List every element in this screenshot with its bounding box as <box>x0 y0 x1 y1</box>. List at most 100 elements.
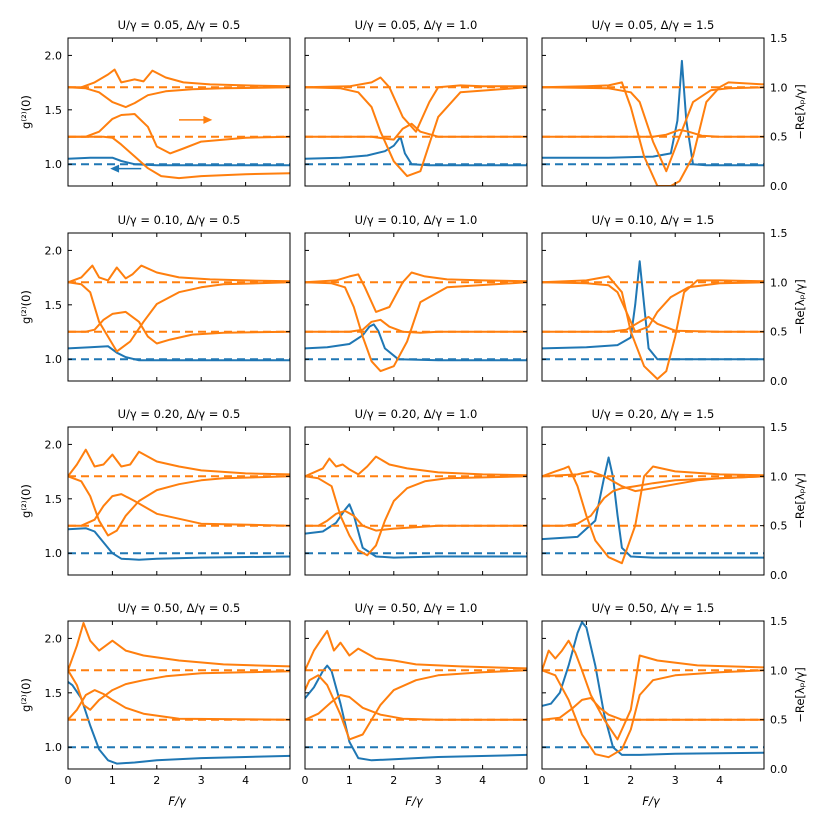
panel-3: U/γ = 0.05, Δ/γ = 1.50.00.51.01.5−Re[λₚ/… <box>541 18 807 193</box>
panel-9: U/γ = 0.20, Δ/γ = 1.50.00.51.01.5−Re[λₚ/… <box>541 407 807 582</box>
panel-title: U/γ = 0.05, Δ/γ = 0.5 <box>118 18 241 32</box>
orange-series-4 <box>305 76 527 133</box>
panel-4: U/γ = 0.10, Δ/γ = 0.5 1.0 1.5 2.0 g⁽²⁾(0) <box>19 213 291 382</box>
orange-series-7 <box>68 135 290 180</box>
y-axis-label-left: g⁽²⁾(0) <box>19 678 33 712</box>
x-tick-label: 4 <box>479 774 486 787</box>
x-axis-label-col2: F/γ <box>405 794 423 808</box>
panel-title: U/γ = 0.05, Δ/γ = 1.5 <box>592 18 715 32</box>
plot-frame <box>67 426 291 576</box>
y-tick-label-left: 1.5 <box>45 299 63 312</box>
series-group <box>68 448 290 561</box>
y-axis-label-right: −Re[λₚ/γ] <box>793 473 807 529</box>
x-tick-label: 1 <box>583 774 590 787</box>
y-tick-label-right: 0.5 <box>770 520 788 533</box>
blue-series-0 <box>305 323 527 362</box>
panel-2: U/γ = 0.05, Δ/γ = 1.0 <box>304 18 528 187</box>
orange-series-4 <box>68 448 290 478</box>
orange-series-6 <box>542 315 764 333</box>
y-tick-label-right: 0.5 <box>770 131 788 144</box>
y-tick-label-left: 1.0 <box>45 158 63 171</box>
y-tick-label-right: 0.5 <box>770 326 788 339</box>
y-tick-label-right: 0.0 <box>770 763 788 776</box>
plot-frame <box>67 620 291 770</box>
y-tick-label-right: 1.0 <box>770 470 788 483</box>
panel-title: U/γ = 0.05, Δ/γ = 1.0 <box>355 18 478 32</box>
plot-frame <box>304 37 528 187</box>
y-tick-label-right: 1.5 <box>770 32 788 45</box>
y-tick-label-left: 1.5 <box>45 687 63 700</box>
panel-title: U/γ = 0.10, Δ/γ = 0.5 <box>118 213 241 227</box>
blue-series-0 <box>542 456 764 559</box>
orange-series-6 <box>305 694 527 721</box>
panel-title: U/γ = 0.20, Δ/γ = 0.5 <box>118 407 241 421</box>
y-tick-label-right: 0.5 <box>770 714 788 727</box>
x-axis-label-col3: F/γ <box>642 794 660 808</box>
orange-series-4 <box>305 629 527 672</box>
orange-series-4 <box>542 465 764 565</box>
series-group <box>542 621 764 759</box>
series-group <box>305 76 527 178</box>
x-tick-label: 3 <box>435 774 442 787</box>
panel-1: U/γ = 0.05, Δ/γ = 0.51.01.52.0g⁽²⁾(0) <box>19 18 291 187</box>
y-tick-label-right: 1.5 <box>770 615 788 628</box>
x-tick-label: 3 <box>198 774 205 787</box>
orange-series-4 <box>68 68 290 89</box>
plot-frame <box>541 232 765 382</box>
y-tick-label-left: 1.0 <box>45 353 63 366</box>
panel-5: U/γ = 0.10, Δ/γ = 1.0 <box>304 213 528 382</box>
orange-series-6 <box>305 318 527 334</box>
orange-series-5 <box>68 86 290 109</box>
y-axis-label-right: −Re[λₚ/γ] <box>793 667 807 723</box>
blue-series-0 <box>68 527 290 561</box>
plot-frame <box>304 232 528 382</box>
series-group <box>68 264 290 362</box>
y-tick-label-left: 2.0 <box>45 244 63 257</box>
y-axis-label-left: g⁽²⁾(0) <box>19 290 33 324</box>
orange-series-5 <box>68 669 290 711</box>
x-tick-label: 1 <box>109 774 116 787</box>
panel-title: U/γ = 0.50, Δ/γ = 0.5 <box>118 601 241 615</box>
panel-title: U/γ = 0.50, Δ/γ = 1.5 <box>592 601 715 615</box>
orange-series-4 <box>305 455 527 478</box>
blue-series-0 <box>305 664 527 762</box>
y-tick-label-left: 2.0 <box>45 438 63 451</box>
series-group <box>542 260 764 380</box>
orange-series-6 <box>542 475 764 527</box>
panel-title: U/γ = 0.20, Δ/γ = 1.0 <box>355 407 478 421</box>
panel-title: U/γ = 0.20, Δ/γ = 1.5 <box>592 407 715 421</box>
series-group <box>542 456 764 565</box>
orange-series-5 <box>305 281 527 373</box>
blue-series-0 <box>542 621 764 756</box>
arrow-left-annotation <box>110 164 142 173</box>
x-tick-label: 2 <box>390 774 397 787</box>
orange-series-5 <box>305 475 527 557</box>
panel-grid: U/γ = 0.05, Δ/γ = 0.51.01.52.0g⁽²⁾(0)U/γ… <box>19 18 807 787</box>
y-tick-label-right: 1.0 <box>770 276 788 289</box>
plot-frame <box>541 37 765 187</box>
blue-series-0 <box>68 345 290 362</box>
series-group <box>305 455 527 559</box>
arrow-left-head <box>110 164 120 173</box>
arrow-right-head <box>203 115 213 124</box>
panel-6: U/γ = 0.10, Δ/γ = 1.50.00.51.01.5−Re[λₚ/… <box>541 213 807 388</box>
plot-frame <box>304 426 528 576</box>
panel-7: U/γ = 0.20, Δ/γ = 0.51.01.52.0g⁽²⁾(0) <box>19 407 291 576</box>
x-tick-label: 4 <box>242 774 249 787</box>
y-axis-label-left: g⁽²⁾(0) <box>19 484 33 518</box>
y-tick-label-left: 1.5 <box>45 493 63 506</box>
panel-title: U/γ = 0.50, Δ/γ = 1.0 <box>355 601 478 615</box>
orange-series-6 <box>68 689 290 721</box>
plot-frame <box>541 620 765 770</box>
orange-series-5 <box>68 475 290 537</box>
orange-series-6 <box>542 128 764 138</box>
orange-series-4 <box>542 639 764 741</box>
y-tick-label-left: 1.5 <box>45 104 63 117</box>
orange-series-6 <box>542 697 764 721</box>
y-tick-label-right: 1.5 <box>770 227 788 240</box>
x-tick-label: 0 <box>65 774 72 787</box>
series-group <box>305 271 527 373</box>
